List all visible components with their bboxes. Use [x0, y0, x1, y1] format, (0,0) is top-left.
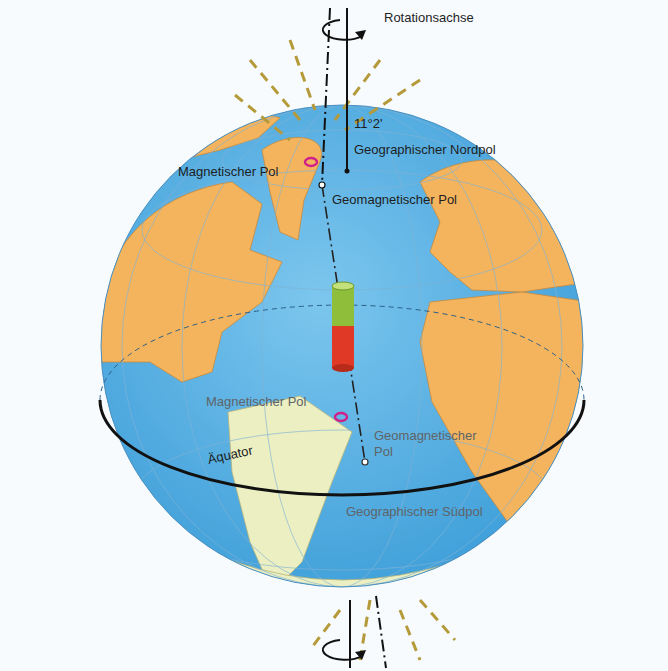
europe — [420, 160, 590, 292]
greenland — [262, 137, 322, 240]
rotation-symbol — [323, 20, 362, 660]
pole-label: Geomagnetischer Pol — [374, 428, 482, 460]
graticule — [122, 105, 562, 587]
angle-label: 11°2' — [354, 116, 382, 132]
pole-label: Geographischer Südpol — [346, 504, 483, 520]
geomagnetic-pole-mark — [362, 459, 368, 465]
pole-label: Geographischer Nordpol — [354, 142, 496, 158]
rotation-axis — [346, 8, 348, 170]
pole-label: Geomagnetischer Pol — [332, 192, 457, 208]
field-lines — [235, 40, 455, 660]
rotation-arrowhead — [355, 650, 366, 660]
globe-outline — [101, 105, 583, 587]
pole-label: Magnetischer Pol — [178, 164, 278, 180]
geomagnetic-axis — [376, 596, 386, 668]
magnetic-pole-mark — [335, 413, 347, 421]
geomagnetic-axis — [322, 185, 365, 462]
axis-label: Rotationsachse — [384, 10, 474, 26]
pole-label: Magnetischer Pol — [206, 394, 306, 410]
antarctica — [230, 560, 460, 600]
rotation-axis — [349, 600, 351, 668]
rotation-arrowhead — [355, 30, 366, 40]
equator-line — [100, 400, 584, 495]
magnetic-pole-mark — [305, 158, 317, 166]
north-america — [100, 182, 282, 382]
bar-magnet — [332, 282, 354, 372]
geomagnetic-pole-mark — [319, 182, 325, 188]
geographic-pole-mark — [345, 169, 350, 174]
